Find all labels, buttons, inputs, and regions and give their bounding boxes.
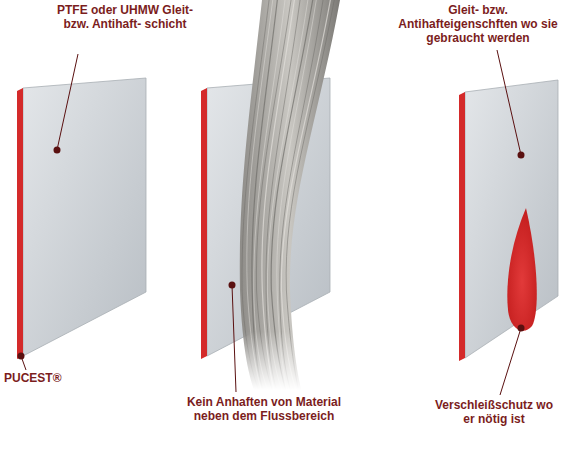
layer-label: PTFE oder UHMW Gleit- bzw. Antihaft- sch…	[50, 4, 200, 32]
rope-fibre	[277, 0, 316, 392]
material-flow	[240, 0, 340, 392]
layer-label-box: PTFE oder UHMW Gleit- bzw. Antihaft- sch…	[50, 4, 200, 32]
material-label-box: PUCEST®	[4, 372, 94, 386]
material-label: PUCEST®	[4, 372, 94, 386]
leader-dots	[18, 147, 525, 360]
rope-fibre	[254, 0, 285, 392]
rope-fibre	[286, 0, 334, 392]
rope-fibre	[271, 0, 313, 392]
sheet-panel	[459, 80, 558, 361]
sheet-panel	[17, 78, 146, 359]
rope-fibre	[247, 0, 273, 392]
leader-lines	[21, 50, 521, 395]
wear-label-box: Verschleißschutz wo er nötig ist	[430, 399, 558, 427]
rope-fibre	[281, 0, 330, 392]
wear-protection-zone	[507, 208, 536, 331]
flow-note-box: Kein Anhaften von Material neben dem Flu…	[186, 396, 342, 424]
wear-label: Verschleißschutz wo er nötig ist	[430, 399, 558, 427]
rope-fibre	[266, 0, 300, 392]
property-label-box: Gleit- bzw. Antihafteigenschften wo sie …	[398, 4, 558, 45]
property-label: Gleit- bzw. Antihafteigenschften wo sie …	[398, 4, 558, 45]
flow-note: Kein Anhaften von Material neben dem Flu…	[186, 396, 342, 424]
rope-fibre	[280, 0, 323, 392]
